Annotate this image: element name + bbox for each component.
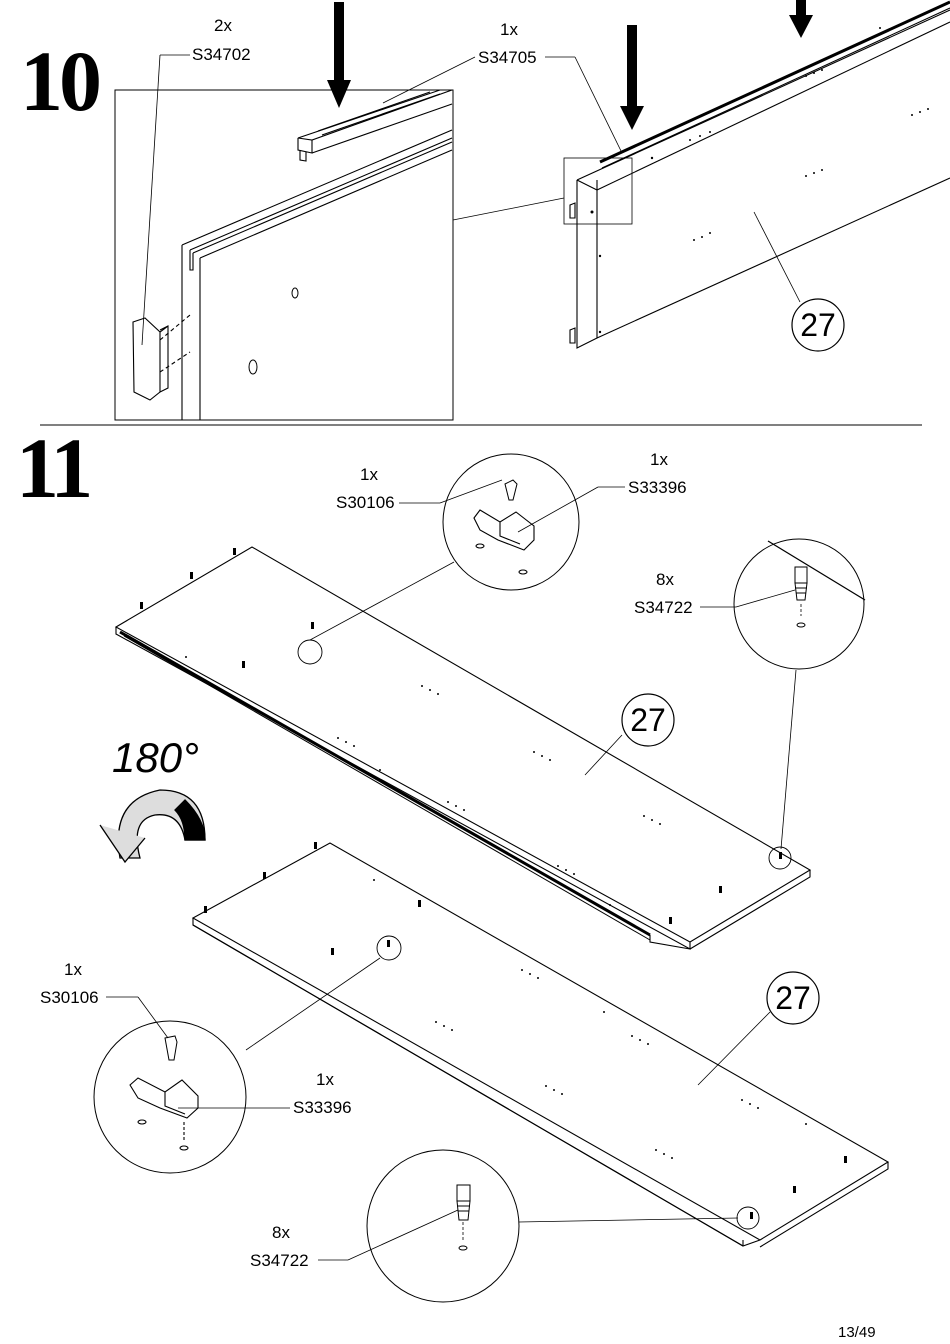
detail-target	[376, 935, 402, 961]
hole	[291, 287, 299, 299]
part-qty: 1x	[360, 465, 378, 484]
part-qty: 2x	[214, 16, 232, 35]
detail-circle-connector-bottom	[93, 1020, 247, 1174]
cam-bolt-marks	[140, 548, 847, 1219]
insert-part	[132, 314, 191, 401]
step-number-11: 11	[16, 420, 93, 516]
panel-holes	[590, 27, 929, 334]
detail-circle-cambolt-top	[733, 538, 865, 670]
hole	[248, 359, 258, 375]
down-arrow	[327, 0, 813, 130]
part-qty: 1x	[316, 1070, 334, 1089]
screw	[164, 1035, 178, 1061]
part-code: S30106	[336, 493, 395, 512]
page-number: 13/49	[838, 1324, 876, 1341]
panel-number: 27	[775, 980, 811, 1016]
panel-number: 27	[630, 702, 666, 738]
part-qty: 8x	[656, 570, 674, 589]
part-code: S34722	[250, 1251, 309, 1270]
rotate-icon	[99, 789, 206, 864]
part-code: S34722	[634, 598, 693, 617]
screw	[504, 479, 518, 501]
part-qty: 8x	[272, 1223, 290, 1242]
cam-bolt	[794, 566, 808, 601]
part-code: S34702	[192, 45, 251, 64]
detail-circle-cambolt-bottom	[366, 1149, 520, 1303]
panel-27-bottom	[191, 842, 890, 1248]
part-qty: 1x	[650, 450, 668, 469]
detail-target	[768, 846, 792, 870]
rotation-label: 180°	[112, 734, 199, 781]
part-code: S30106	[40, 988, 99, 1007]
dot-holes	[185, 656, 807, 1159]
panel-27-step10	[569, 0, 950, 349]
part-qty: 1x	[64, 960, 82, 979]
cam-bolt	[456, 1184, 471, 1221]
part-qty: 1x	[500, 20, 518, 39]
panel-callout-circle	[791, 298, 845, 352]
panel-corner	[181, 129, 453, 420]
panel-27-top	[114, 546, 812, 950]
panel-number: 27	[800, 307, 836, 343]
panel-callout-circle	[621, 693, 675, 747]
zoom-box	[563, 157, 633, 225]
rail-profile	[297, 89, 453, 162]
connector-part	[473, 509, 535, 575]
detail-box	[114, 89, 454, 421]
part-code: S33396	[293, 1098, 352, 1117]
part-code: S34705	[478, 48, 537, 67]
part-code: S33396	[628, 478, 687, 497]
step-number-10: 10	[20, 33, 102, 129]
detail-circle-connector-top	[442, 453, 580, 591]
panel-callout-circle	[766, 971, 820, 1025]
connector-part	[129, 1077, 199, 1151]
